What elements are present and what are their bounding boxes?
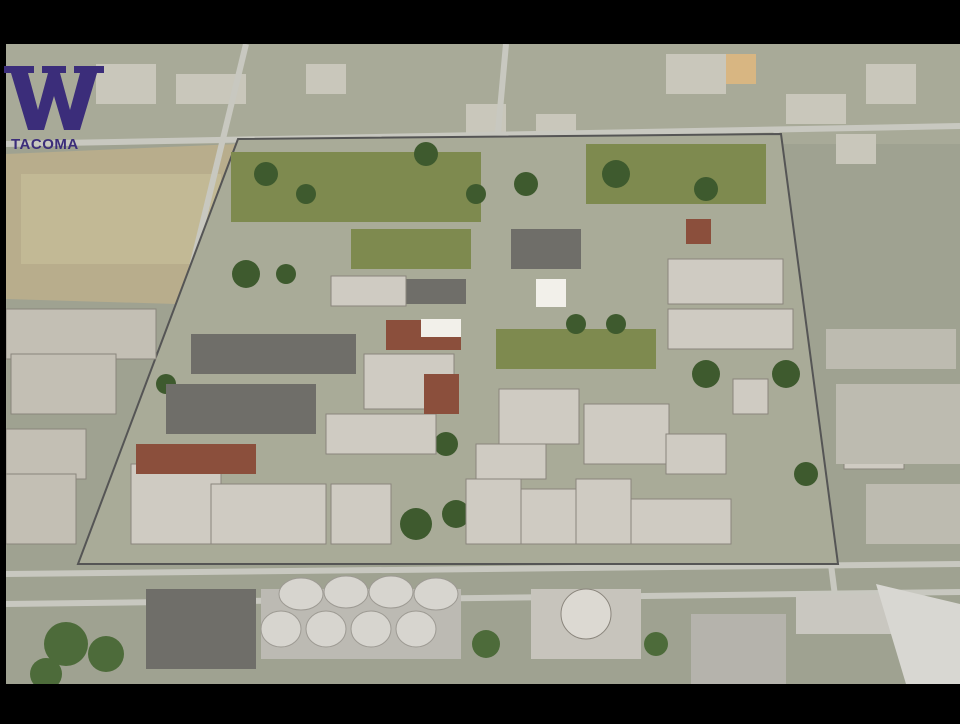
aerial-photo — [6, 44, 960, 684]
w-logo-mark — [4, 66, 104, 130]
logo-text: TACOMA — [11, 136, 79, 153]
uw-tacoma-logo: TACOMA — [4, 66, 104, 158]
